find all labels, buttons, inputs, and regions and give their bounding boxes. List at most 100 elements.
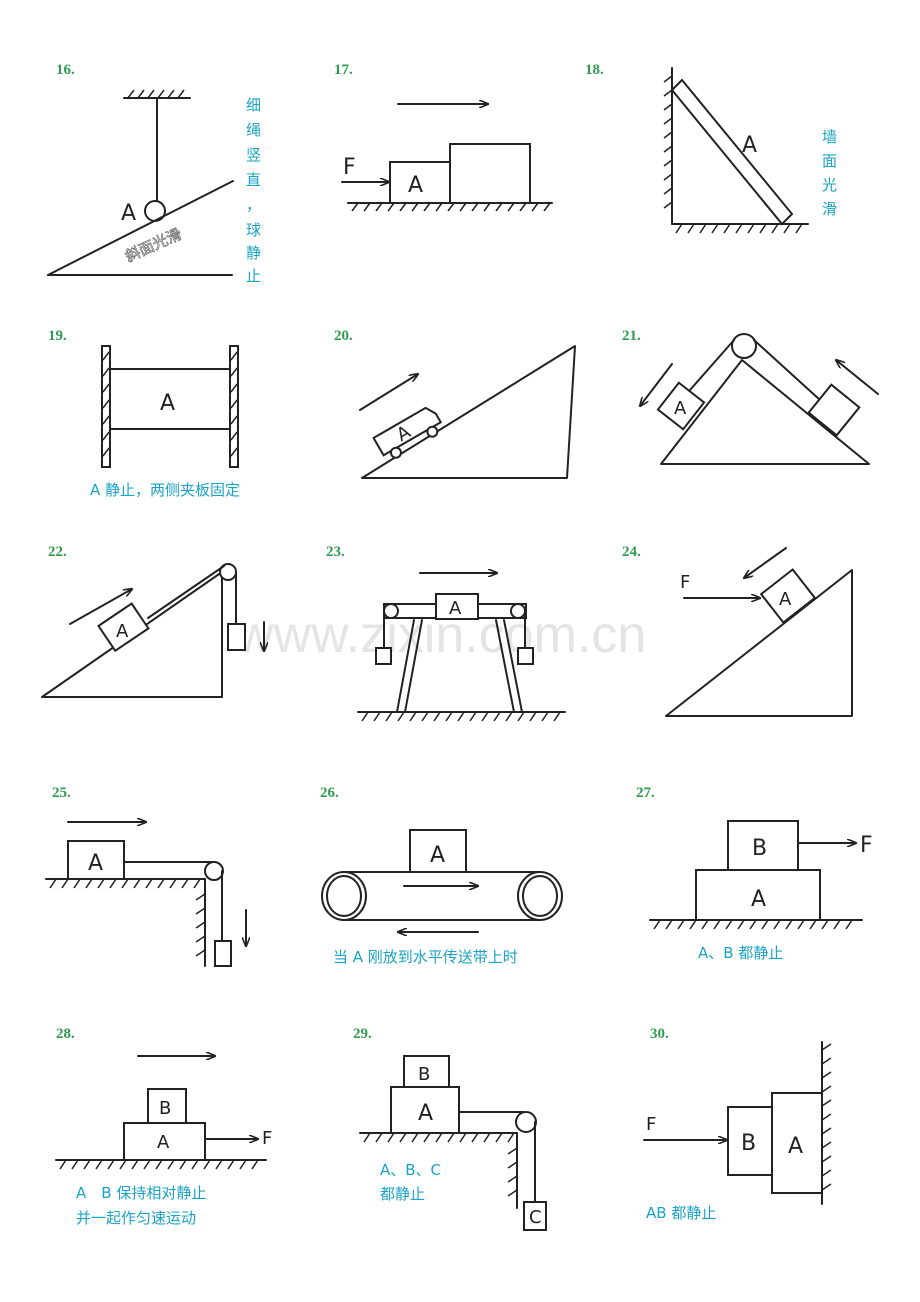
problem-26: 26. A 当 A 刚放到水平传送带上时: [320, 785, 563, 966]
right-roller-inner: [522, 875, 558, 917]
caption-line: 都静止: [380, 1185, 425, 1203]
motion-arrow: [744, 547, 787, 578]
block-a-label: A: [449, 598, 462, 619]
caption-char: 墙: [822, 128, 837, 146]
problem-30: 30. B A F AB 都静止: [643, 1026, 832, 1222]
problem-number: 18.: [585, 62, 604, 78]
right-motion-arrow: [836, 360, 879, 395]
caption-char: 光: [822, 176, 837, 194]
caption-char: 滑: [822, 200, 837, 218]
block-a-label: A: [430, 843, 445, 868]
problem-16-caption: 细 绳 竖 直 ， 球 静 止: [246, 96, 261, 285]
block-a-label: A: [88, 851, 103, 876]
problem-29: 29. B A C A、B、C 都静止: [353, 1026, 547, 1231]
incline-note: 斜面光滑: [122, 225, 184, 266]
caption-line: A B 保持相对静止: [76, 1184, 206, 1202]
force-label: F: [860, 833, 873, 858]
problem-number: 27.: [636, 785, 655, 801]
block-c: [523, 1201, 547, 1231]
problem-number: 22.: [48, 544, 67, 560]
left-pulley: [383, 603, 399, 619]
caption-char: 止: [246, 267, 261, 285]
problem-19: 19. A A 静止，两侧夹板固定: [48, 328, 240, 499]
problem-number: 16.: [56, 62, 75, 78]
problem-21: 21. A: [622, 328, 879, 465]
ball-label: A: [121, 201, 136, 226]
block-a-label: A: [674, 398, 687, 419]
motion-arrow: [359, 374, 418, 411]
ground-hatch: [351, 202, 551, 212]
force-label: F: [646, 1114, 656, 1135]
problem-18-caption: 墙 面 光 滑: [822, 128, 837, 218]
block-a: [409, 829, 467, 873]
pulley: [515, 1111, 537, 1133]
problem-23: 23. A: [326, 544, 566, 722]
right-block-rect: [807, 383, 861, 437]
problem-number: 24.: [622, 544, 641, 560]
problem-number: 21.: [622, 328, 641, 344]
hanging-weight: [227, 623, 246, 651]
block-b-label: B: [418, 1064, 430, 1085]
rod-label: A: [742, 133, 757, 158]
right-leg-a: [495, 619, 515, 713]
caption: A 静止，两侧夹板固定: [90, 481, 240, 499]
problem-24: 24. A F: [622, 544, 853, 717]
caption-char: 细: [246, 96, 261, 114]
problem-27: 27. B A F A、B 都静止: [636, 785, 873, 962]
block-a-label: A: [788, 1134, 803, 1159]
block-a-rect: [656, 381, 706, 431]
block-b-label: B: [741, 1131, 756, 1156]
block-b-label: B: [752, 836, 767, 861]
block-a: [67, 840, 125, 880]
ground-hatch: [653, 919, 853, 930]
wall-hatch: [821, 1043, 832, 1191]
block-a-label: A: [779, 589, 792, 610]
block-a-label: A: [418, 1101, 433, 1126]
ground-hatch: [59, 1159, 259, 1170]
right-string: [753, 339, 821, 401]
left-roller-inner: [326, 875, 362, 917]
problem-number: 23.: [326, 544, 345, 560]
problem-number: 19.: [48, 328, 67, 344]
block-a-rect: [759, 568, 817, 624]
ground-hatch: [361, 711, 561, 722]
left-roller: [321, 871, 367, 921]
left-weight: [375, 647, 392, 665]
block-a: [759, 568, 817, 624]
caption-char: ，: [246, 196, 261, 214]
problem-number: 30.: [650, 1026, 669, 1042]
incline: [361, 345, 576, 479]
problem-17: 17. A F: [334, 62, 553, 212]
double-incline: [660, 359, 870, 465]
caption-char: 静: [246, 244, 261, 262]
hanging-weight: [214, 940, 232, 967]
block-a: [389, 161, 451, 204]
pulley: [204, 861, 224, 881]
caption: AB 都静止: [646, 1204, 716, 1222]
block-a: [109, 368, 231, 430]
right-pulley: [510, 603, 526, 619]
block-a-label: A: [116, 621, 129, 642]
large-block: [449, 143, 531, 204]
right-block: [807, 383, 861, 437]
problem-20: 20. A: [334, 328, 576, 479]
block-c-label: C: [529, 1207, 542, 1228]
pulley: [731, 333, 757, 359]
string: [147, 565, 225, 619]
incline: [665, 569, 853, 717]
rod-a: [670, 78, 794, 226]
force-label: F: [680, 572, 690, 593]
left-leg-a: [396, 619, 415, 713]
caption-char: 直: [246, 171, 261, 189]
left-string: [689, 339, 735, 391]
ceiling-hatch: [127, 89, 185, 99]
block-a-label: A: [751, 887, 766, 912]
motion-arrow: [69, 589, 132, 625]
right-roller: [517, 871, 563, 921]
table-hatch: [363, 1132, 518, 1197]
caption-char: 竖: [246, 146, 261, 164]
block-a-label: A: [408, 173, 423, 198]
table-hatch: [49, 878, 206, 957]
wall-hatch: [663, 75, 673, 209]
wheel: [389, 446, 402, 459]
